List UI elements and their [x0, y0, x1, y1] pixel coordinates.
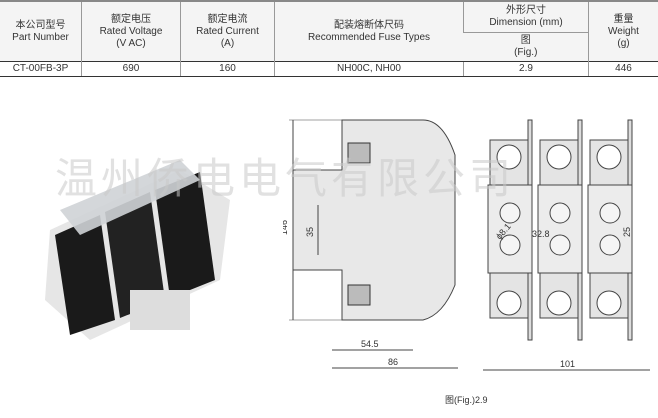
cell-fuse-types: NH00C, NH00	[274, 61, 464, 77]
dim-depth-inner: 54.5	[361, 339, 379, 349]
pole	[487, 119, 533, 341]
front-view-drawing: 101 32.8 ϕ8.1 25	[483, 119, 650, 371]
cell-weight: 446	[588, 61, 658, 77]
side-view-drawing: 146 35 54.5 86	[283, 119, 458, 369]
cell-fig: 2.9	[463, 61, 589, 77]
dim-height: 146	[283, 220, 289, 235]
cell-current: 160	[180, 61, 275, 77]
figure-caption: 图(Fig.)2.9	[445, 395, 488, 405]
header-fig: 图(Fig.)	[463, 32, 589, 62]
dim-width: 101	[560, 359, 575, 369]
dim-pitch: 32.8	[532, 229, 550, 239]
dim-hole-spacing: 25	[622, 227, 632, 237]
watermark: 温州侨电电气有限公司	[55, 154, 516, 203]
pole	[587, 119, 633, 341]
cell-voltage: 690	[81, 61, 181, 77]
dim-mount: 35	[305, 227, 315, 237]
pole	[537, 119, 583, 341]
dim-depth: 86	[388, 357, 398, 367]
cell-part-number: CT-00FB-3P	[0, 61, 82, 77]
product-photo	[45, 160, 230, 340]
